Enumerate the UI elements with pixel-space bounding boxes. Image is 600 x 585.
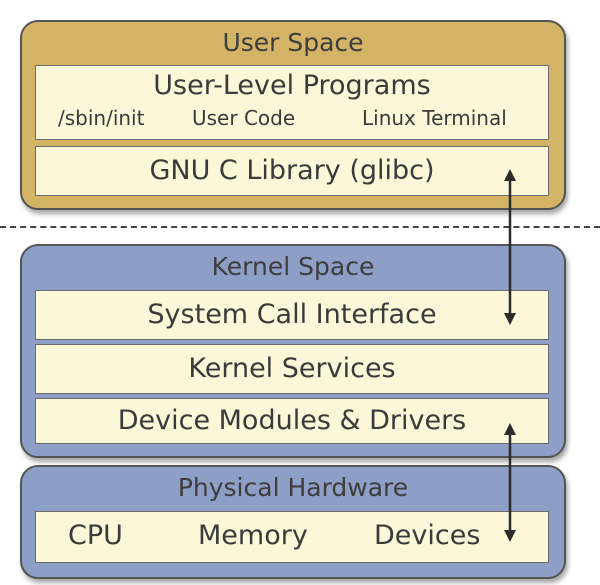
user-level-programs-box: User-Level Programs /sbin/init User Code…	[35, 65, 549, 140]
system-call-interface-box: System Call Interface	[35, 290, 549, 340]
drivers-hardware-arrow	[504, 423, 516, 542]
hardware-items-box: CPU Memory Devices	[35, 511, 549, 563]
drivers-hardware-arrow-head-up	[504, 423, 516, 435]
hardware-cpu: CPU	[68, 520, 123, 551]
glibc-syscall-arrow-head-down	[504, 313, 516, 325]
physical-hardware-panel: Physical Hardware CPU Memory Devices	[20, 465, 566, 579]
kernel-space-title: Kernel Space	[211, 252, 375, 281]
glibc-box: GNU C Library (glibc)	[35, 146, 549, 196]
glibc-syscall-arrow	[504, 169, 516, 325]
user-space-title: User Space	[222, 28, 364, 57]
kernel-space-panel: Kernel Space System Call Interface Kerne…	[20, 244, 566, 458]
kernel-services-label: Kernel Services	[188, 353, 396, 384]
user-space-panel: User Space User-Level Programs /sbin/ini…	[20, 20, 566, 210]
drivers-hardware-arrow-head-down	[504, 530, 516, 542]
user-level-programs-title: User-Level Programs	[153, 70, 431, 101]
user-kernel-boundary	[0, 226, 600, 228]
system-call-interface-label: System Call Interface	[147, 299, 437, 330]
program-linux-terminal: Linux Terminal	[362, 106, 507, 130]
glibc-label: GNU C Library (glibc)	[149, 155, 435, 186]
device-modules-drivers-label: Device Modules & Drivers	[117, 405, 467, 436]
glibc-syscall-arrow-head-up	[504, 169, 516, 181]
physical-hardware-title: Physical Hardware	[177, 473, 409, 502]
hardware-devices: Devices	[374, 520, 481, 551]
kernel-services-box: Kernel Services	[35, 344, 549, 394]
hardware-memory: Memory	[198, 520, 308, 551]
device-modules-drivers-box: Device Modules & Drivers	[35, 398, 549, 444]
program-sbin-init: /sbin/init	[58, 106, 145, 130]
program-user-code: User Code	[192, 106, 296, 130]
